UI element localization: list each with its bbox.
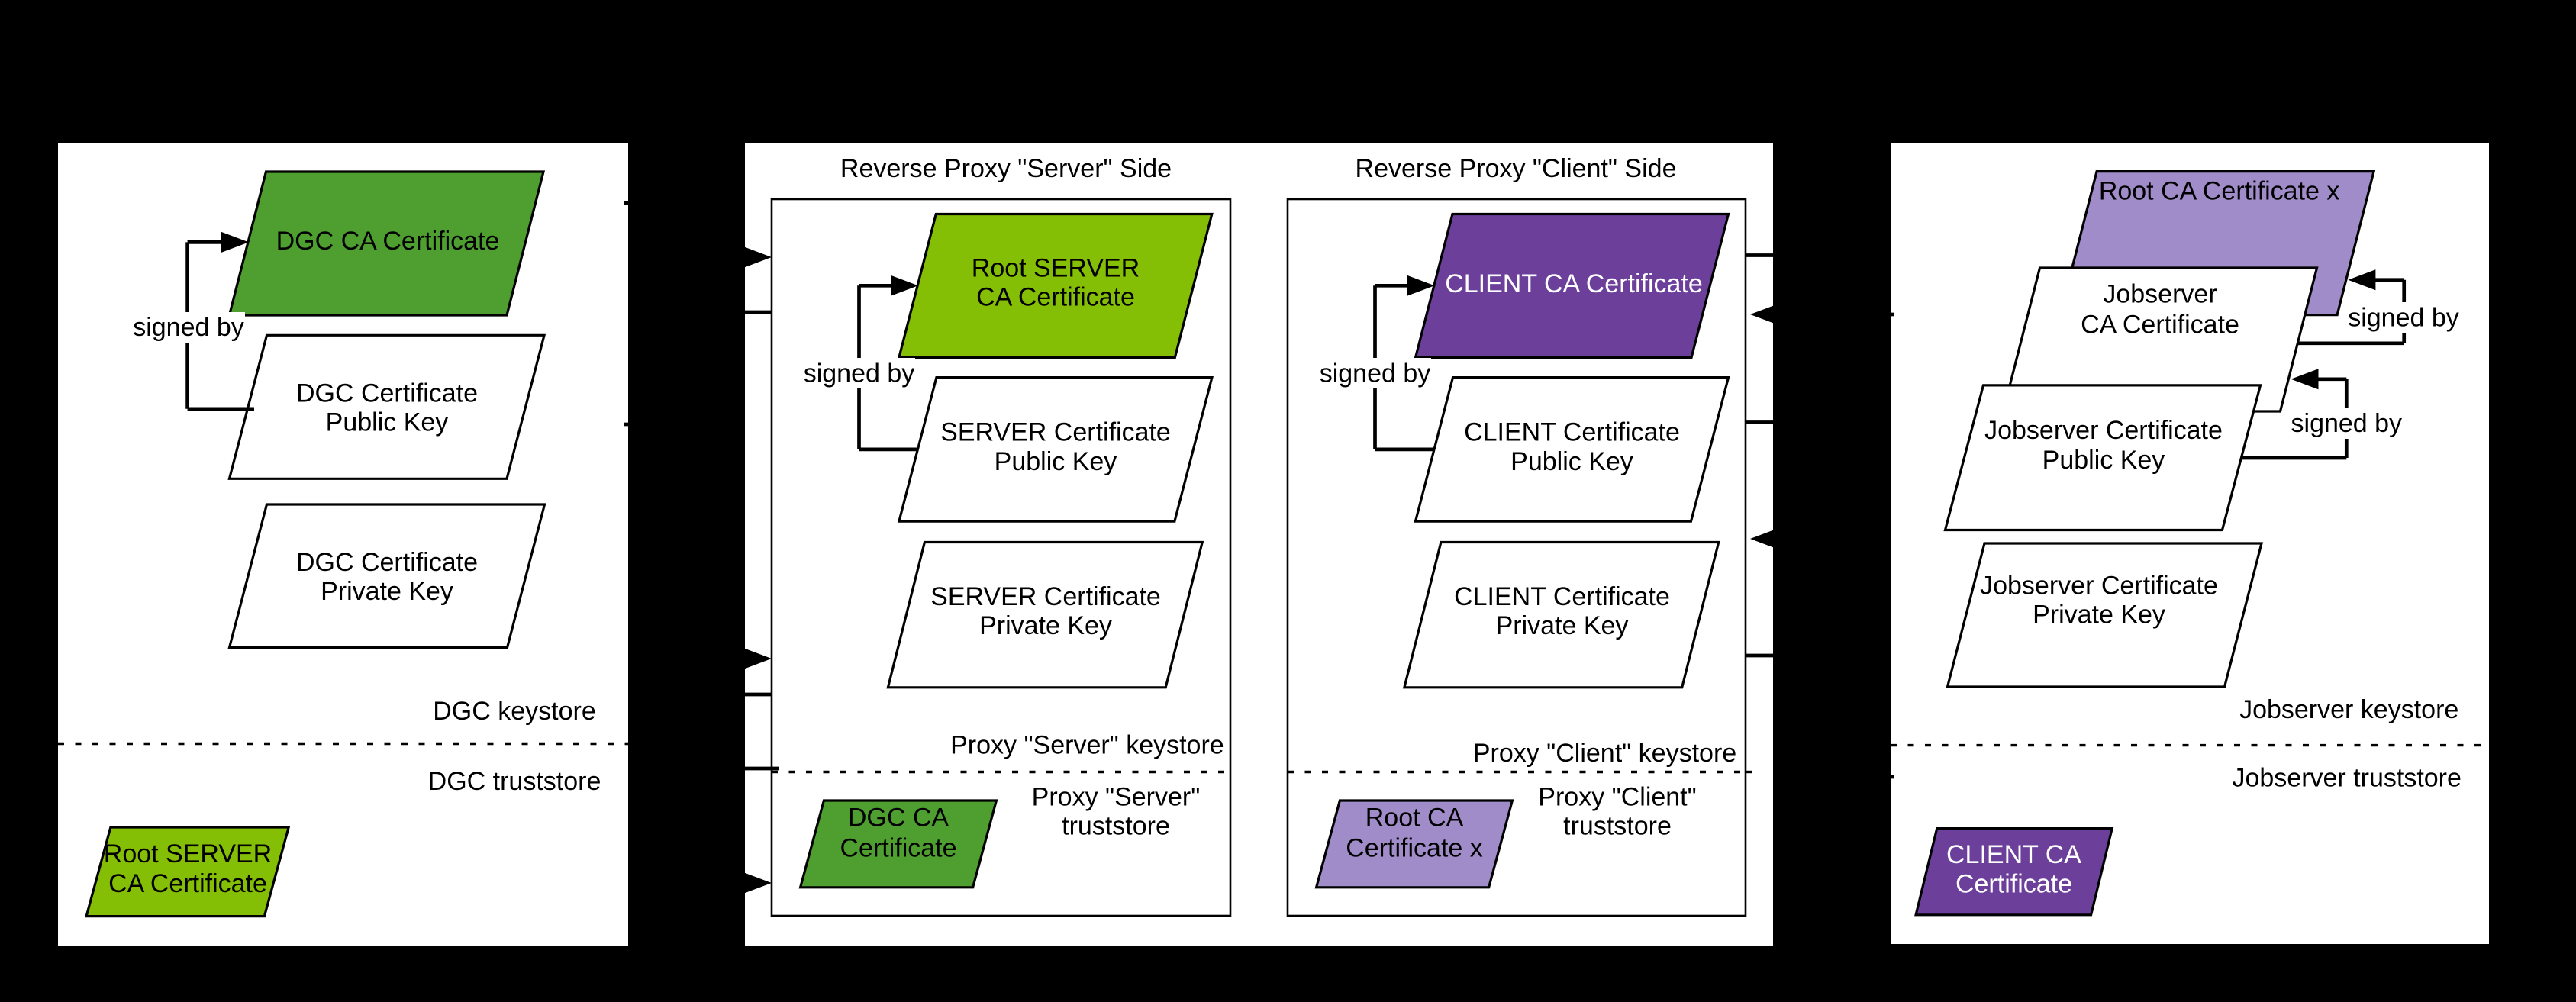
svg-text:Jobserver Certificate: Jobserver Certificate — [1984, 416, 2223, 445]
svg-text:Public Key: Public Key — [995, 447, 1117, 476]
svg-text:Certificate x: Certificate x — [1346, 833, 1483, 862]
svg-text:Root SERVER: Root SERVER — [104, 839, 272, 868]
svg-text:Certificate: Certificate — [1955, 870, 2072, 899]
svg-text:CLIENT Certificate: CLIENT Certificate — [1454, 582, 1670, 611]
svg-text:CA Certificate: CA Certificate — [976, 283, 1135, 312]
svg-text:CLIENT CA Certificate: CLIENT CA Certificate — [1445, 269, 1703, 298]
svg-text:DGC Certificate: DGC Certificate — [296, 548, 478, 577]
svg-text:Public Key: Public Key — [2042, 446, 2165, 475]
svg-text:signed by: signed by — [133, 313, 244, 342]
svg-text:DGC CA: DGC CA — [848, 804, 949, 833]
svg-text:Reverse Proxy "Client" Side: Reverse Proxy "Client" Side — [1356, 154, 1677, 183]
svg-text:SERVER Certificate: SERVER Certificate — [930, 582, 1161, 611]
svg-text:Public Key: Public Key — [1510, 447, 1633, 476]
svg-text:Root CA: Root CA — [1365, 804, 1464, 833]
svg-text:Jobserver Certificate: Jobserver Certificate — [1980, 571, 2218, 600]
svg-text:Proxy "Server" keystore: Proxy "Server" keystore — [950, 731, 1224, 760]
svg-text:CA Certificate: CA Certificate — [108, 869, 267, 898]
svg-text:CA Certificate: CA Certificate — [2081, 311, 2239, 340]
svg-text:truststore: truststore — [1563, 811, 1672, 840]
svg-text:Root CA Certificate x: Root CA Certificate x — [2099, 177, 2340, 206]
svg-text:Private Key: Private Key — [979, 611, 1112, 640]
svg-text:DGC truststore: DGC truststore — [428, 767, 601, 796]
svg-text:Proxy "Client": Proxy "Client" — [1538, 783, 1696, 812]
svg-text:signed by: signed by — [804, 359, 915, 388]
svg-text:DGC Certificate: DGC Certificate — [296, 379, 478, 408]
svg-text:Public Key: Public Key — [326, 408, 449, 437]
svg-text:CLIENT CA: CLIENT CA — [1946, 840, 2081, 869]
svg-text:Proxy "Server": Proxy "Server" — [1032, 783, 1201, 812]
svg-text:Reverse Proxy "Server" Side: Reverse Proxy "Server" Side — [840, 154, 1172, 183]
svg-text:Proxy "Client" keystore: Proxy "Client" keystore — [1473, 739, 1736, 768]
svg-text:DGC CA Certificate: DGC CA Certificate — [276, 227, 500, 256]
svg-text:Private Key: Private Key — [2033, 600, 2165, 629]
svg-text:CLIENT Certificate: CLIENT Certificate — [1464, 418, 1680, 447]
svg-text:signed by: signed by — [2348, 303, 2459, 332]
svg-text:signed by: signed by — [2291, 409, 2403, 438]
svg-text:signed by: signed by — [1320, 359, 1431, 388]
svg-text:Private Key: Private Key — [321, 577, 453, 606]
svg-text:truststore: truststore — [1062, 811, 1170, 840]
svg-text:Jobserver: Jobserver — [2103, 280, 2217, 309]
svg-text:Jobserver truststore: Jobserver truststore — [2232, 764, 2461, 793]
svg-text:SERVER Certificate: SERVER Certificate — [940, 418, 1171, 447]
svg-text:Certificate: Certificate — [840, 833, 956, 862]
svg-text:Private Key: Private Key — [1496, 611, 1629, 640]
svg-text:DGC keystore: DGC keystore — [433, 697, 596, 726]
svg-text:Jobserver keystore: Jobserver keystore — [2239, 695, 2458, 724]
svg-text:Root SERVER: Root SERVER — [972, 253, 1140, 282]
